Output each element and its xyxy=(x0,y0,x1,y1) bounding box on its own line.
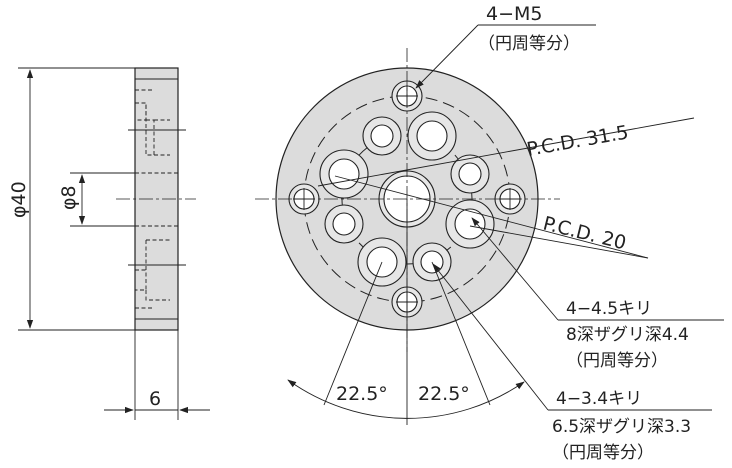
callout-m5-line2: （円周等分） xyxy=(478,34,580,54)
dimension-bore-diameter: φ8 xyxy=(58,172,135,227)
callout-3-4-line3: （円周等分） xyxy=(552,443,654,463)
callout-pcd-outer-label: P.C.D. 31.5 xyxy=(525,121,630,161)
callout-4-5-line3: （円周等分） xyxy=(566,351,668,371)
cb34-hole xyxy=(324,204,364,244)
callout-m5: 4−M5 （円周等分） xyxy=(415,3,596,89)
callout-4-5-hole: 4−4.5キリ 8深ザグリ深4.4 （円周等分） xyxy=(471,217,724,371)
callout-m5-line1: 4−M5 xyxy=(486,3,543,25)
callout-3-4-line2: 6.5深ザグリ深3.3 xyxy=(552,417,691,437)
side-view xyxy=(116,67,196,331)
counterbore-3-4-holes xyxy=(324,116,490,282)
cb34-hole xyxy=(450,154,490,194)
cb45-hole xyxy=(319,149,369,199)
dimension-thickness: 6 xyxy=(104,330,210,420)
dim-bore-dia-label: φ8 xyxy=(58,185,80,210)
counterbore-4-5-holes xyxy=(319,111,495,287)
cb45-hole xyxy=(407,111,457,161)
callout-pcd-inner-label: P.C.D. 20 xyxy=(541,213,629,255)
callout-3-4-hole: 4−3.4キリ 6.5深ザグリ深3.3 （円周等分） xyxy=(432,263,712,463)
angle-right-label: 22.5° xyxy=(418,383,470,405)
dim-outer-dia-label: φ40 xyxy=(8,181,30,218)
callout-3-4-line1: 4−3.4キリ xyxy=(556,389,642,409)
cb45-hole xyxy=(445,199,495,249)
callout-4-5-line1: 4−4.5キリ xyxy=(566,299,652,319)
dim-thickness-label: 6 xyxy=(149,388,161,410)
angle-dimension: 22.5° 22.5° xyxy=(287,199,525,425)
callout-4-5-line2: 8深ザグリ深4.4 xyxy=(566,325,689,345)
front-view xyxy=(255,48,560,352)
cb34-hole xyxy=(362,116,402,156)
dimension-outer-diameter: φ40 xyxy=(8,67,135,331)
angle-left-label: 22.5° xyxy=(336,383,388,405)
